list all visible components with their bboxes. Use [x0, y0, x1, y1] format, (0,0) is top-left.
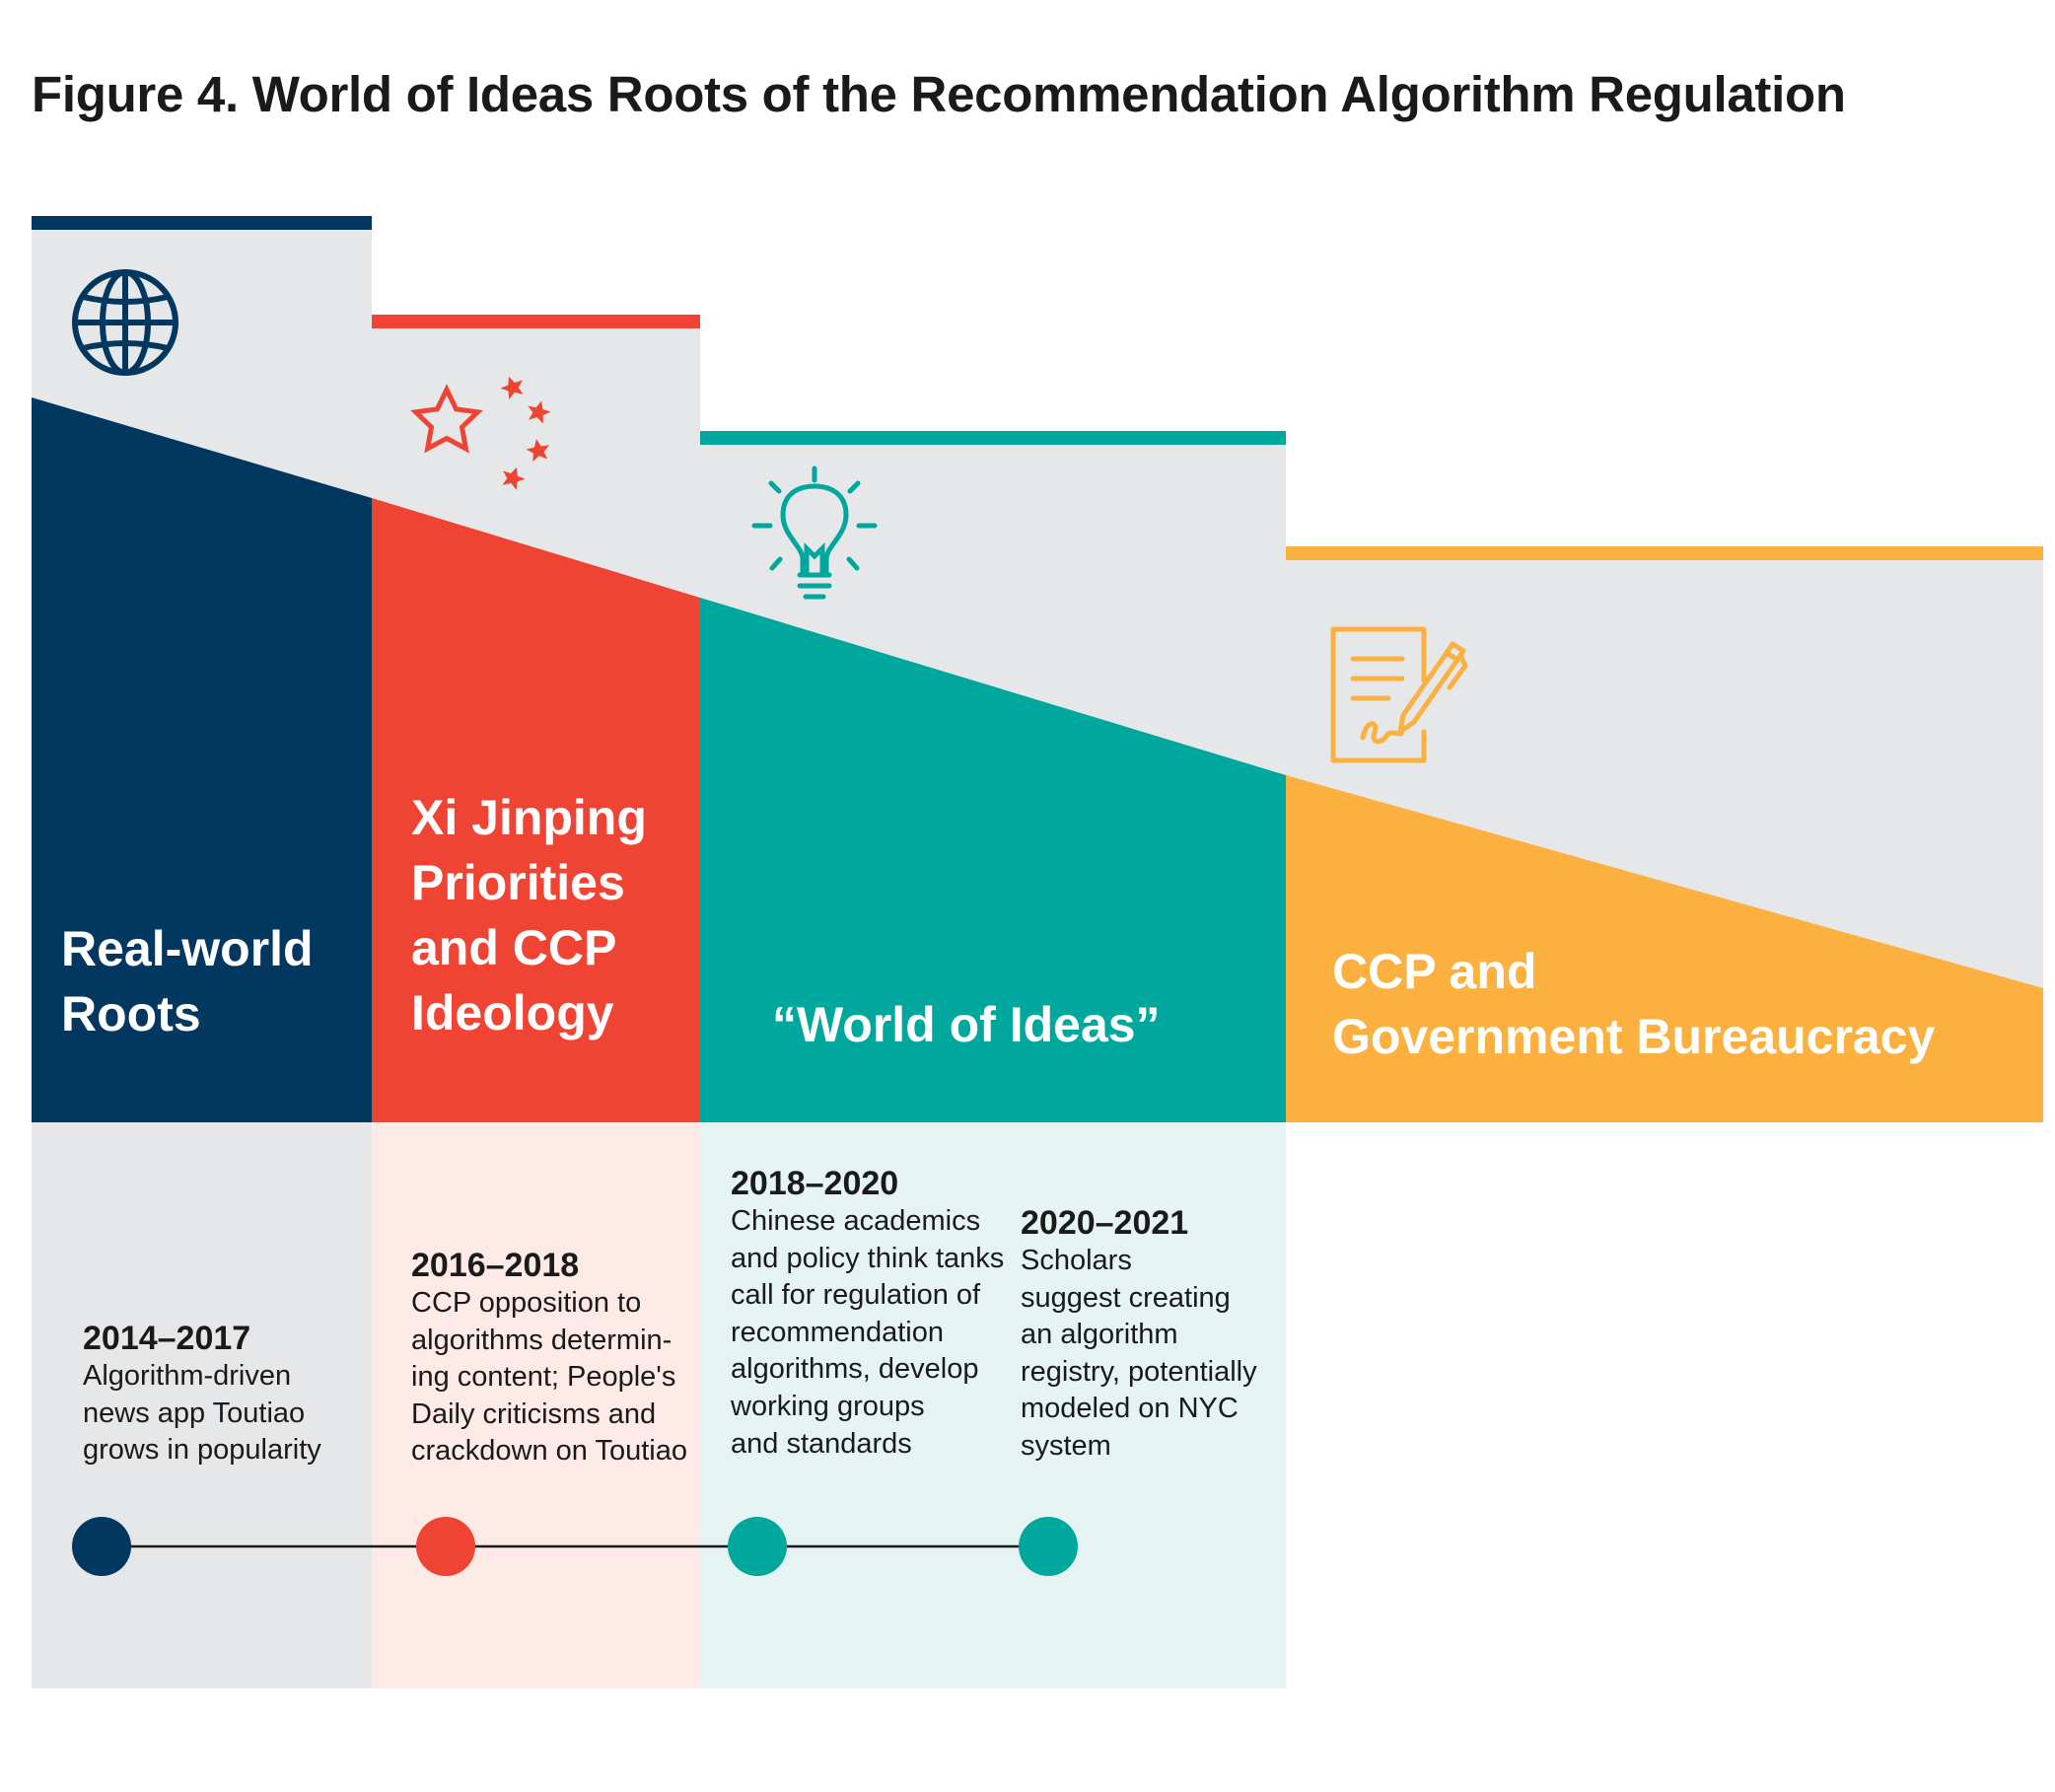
label-ccp-bureaucracy: CCP and Government Bureaucracy	[1332, 944, 1936, 1064]
region-xi-priorities	[372, 498, 700, 1122]
figure-title: Figure 4. World of Ideas Roots of the Re…	[32, 66, 1846, 122]
label-xi-priorities: Xi Jinping Priorities and CCP Ideology	[411, 790, 647, 1040]
region-world-of-ideas	[700, 598, 1286, 1122]
period-2020-2021: 2020–2021 Scholars suggest creating an a…	[1021, 1203, 1316, 1466]
panel-xi-lower	[372, 1122, 700, 1688]
label-world-of-ideas: “World of Ideas”	[772, 997, 1161, 1052]
lightbulb-icon	[751, 466, 878, 600]
period-years: 2016–2018	[411, 1247, 580, 1284]
top-bar-xi	[372, 315, 700, 328]
period-2016-2018: 2016–2018 CCP opposition to algorithms d…	[411, 1246, 707, 1470]
region-ccp-bureaucracy	[1286, 775, 2043, 1122]
timeline-dot-2020	[1019, 1517, 1078, 1576]
top-bar-ideas	[700, 431, 1286, 445]
timeline-dot-2016	[416, 1517, 475, 1576]
period-description: Chinese academics and policy think tanks…	[731, 1205, 1005, 1460]
five-stars-icon	[410, 376, 551, 490]
period-2014-2017: 2014–2017 Algorithm-driven news app Tout…	[83, 1319, 379, 1469]
top-bar-bureaucracy	[1286, 546, 2043, 560]
period-2018-2020: 2018–2020 Chinese academics and policy t…	[731, 1164, 1027, 1463]
period-description: CCP opposition to algorithms determin- i…	[411, 1287, 687, 1468]
period-years: 2018–2020	[731, 1165, 899, 1202]
panel-real-world-lower	[32, 1122, 372, 1688]
period-description: Scholars suggest creating an algorithm r…	[1021, 1245, 1257, 1462]
globe-icon	[72, 269, 178, 376]
timeline-dot-2014	[72, 1517, 131, 1576]
period-years: 2020–2021	[1021, 1204, 1189, 1242]
panel-ideas-lower	[700, 1122, 1286, 1688]
period-description: Algorithm-driven news app Toutiao grows …	[83, 1360, 321, 1467]
top-bar-real-world	[32, 216, 372, 230]
period-years: 2014–2017	[83, 1320, 251, 1357]
region-real-world-roots	[32, 397, 372, 1122]
signed-document-icon	[1330, 626, 1468, 763]
label-real-world-roots: Real-world Roots	[61, 921, 314, 1041]
timeline-dot-2018	[728, 1517, 787, 1576]
